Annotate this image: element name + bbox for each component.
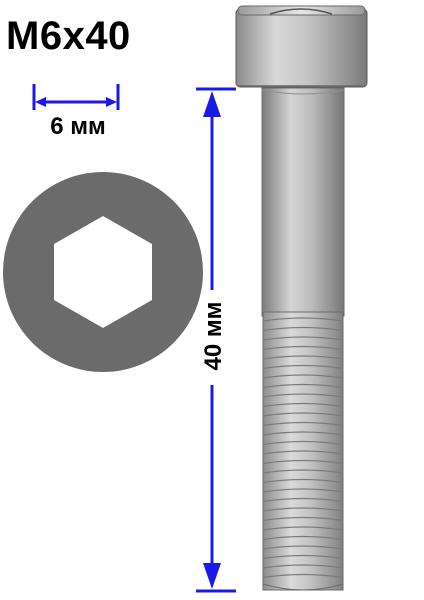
- thread-crest-line: [262, 526, 344, 531]
- width-left-arrow-icon: [35, 97, 46, 107]
- thread-crest-line: [262, 374, 344, 379]
- thread-crest-line: [262, 336, 344, 341]
- thread-crest-line: [262, 516, 344, 522]
- width-right-arrow-icon: [106, 97, 117, 107]
- product-title: M6x40: [6, 14, 131, 58]
- thread-crest-line: [262, 507, 344, 512]
- socket-recess-edge: [269, 8, 333, 15]
- thread-crest-line: [262, 469, 344, 474]
- length-label: 40 мм: [200, 295, 228, 377]
- thread-crest-line: [262, 326, 344, 332]
- thread-crest-line: [262, 488, 344, 493]
- thread-crest-line: [262, 317, 344, 322]
- thread-pitch-lines: [262, 317, 344, 579]
- width-dimension: [32, 84, 120, 110]
- socket-head-cap-screw: [235, 5, 368, 591]
- length-down-arrow-icon: [203, 563, 221, 589]
- screw-shank: [261, 87, 345, 317]
- thread-crest-line: [262, 402, 344, 408]
- length-up-arrow-icon: [203, 91, 221, 117]
- thread-crest-line: [262, 450, 344, 455]
- thread-crest-line: [262, 355, 344, 360]
- thread-crest-line: [262, 535, 344, 541]
- thread-crest-line: [262, 421, 344, 427]
- hexagon-socket-icon: [3, 172, 203, 372]
- thread-crest-line: [262, 459, 344, 465]
- thread-crest-line: [262, 383, 344, 389]
- thread-crest-line: [262, 393, 344, 398]
- thread-crest-line: [262, 364, 344, 370]
- thread-crest-line: [262, 545, 344, 550]
- diameter-label: 6 мм: [50, 113, 106, 140]
- length-dimension: [196, 87, 236, 593]
- screw-head-top: [237, 5, 366, 16]
- thread-crest-line: [262, 497, 344, 503]
- thread-crest-line: [262, 554, 344, 560]
- thread-crest-line: [262, 564, 344, 569]
- screw-head: [235, 8, 368, 88]
- thread-crest-line: [262, 440, 344, 446]
- thread-crest-line: [262, 478, 344, 484]
- thread-crest-line: [262, 573, 344, 579]
- thread-crest-line: [262, 431, 344, 436]
- thread-crest-line: [262, 345, 344, 351]
- thread-crest-line: [262, 412, 344, 417]
